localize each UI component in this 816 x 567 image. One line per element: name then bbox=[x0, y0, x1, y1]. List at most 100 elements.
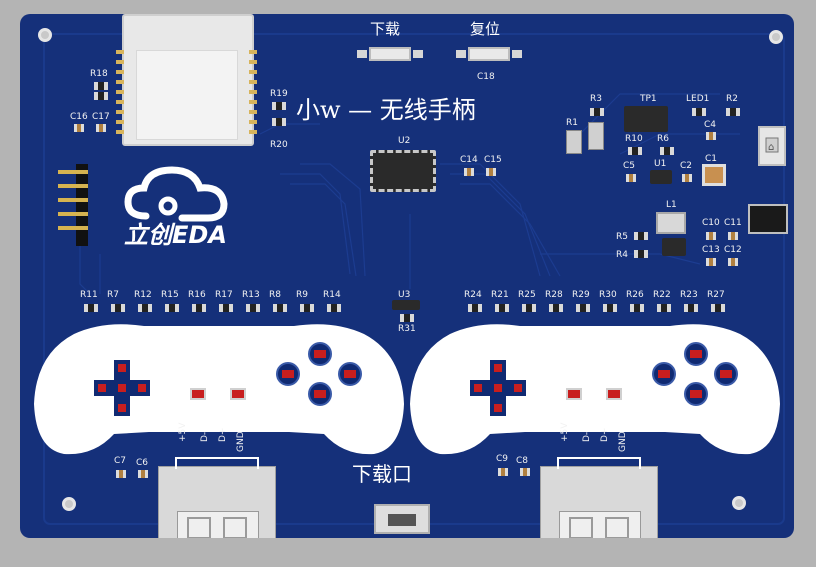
capacitor bbox=[74, 124, 84, 132]
select-button-left[interactable] bbox=[190, 388, 206, 400]
resistor bbox=[634, 232, 648, 240]
capacitor bbox=[138, 470, 148, 478]
module-shield bbox=[136, 50, 238, 140]
mcu-chip bbox=[370, 150, 436, 192]
resistor bbox=[549, 304, 563, 312]
tp1-chip bbox=[624, 106, 668, 132]
ref-designator: R7 bbox=[107, 290, 119, 300]
ref-designator: C11 bbox=[724, 218, 742, 228]
ref-designator: R22 bbox=[653, 290, 671, 300]
pin-header bbox=[58, 164, 90, 246]
usb-pin-labels-right: +5V D- D+ GND bbox=[560, 422, 628, 452]
ref-designator: R21 bbox=[491, 290, 509, 300]
start-button-right[interactable] bbox=[606, 388, 622, 400]
ref-designator: R20 bbox=[270, 140, 288, 150]
usb-connector-left[interactable] bbox=[158, 457, 276, 538]
resistor bbox=[111, 304, 125, 312]
action-button-left-top[interactable] bbox=[308, 342, 332, 366]
resistor bbox=[603, 304, 617, 312]
ref-designator: C6 bbox=[136, 458, 149, 468]
resistor bbox=[692, 108, 706, 116]
start-button-left[interactable] bbox=[230, 388, 246, 400]
dpad-right[interactable] bbox=[470, 360, 526, 416]
download-label: 下载 bbox=[370, 20, 401, 38]
power-chip bbox=[662, 238, 686, 256]
resistor bbox=[219, 304, 233, 312]
module-pins-right bbox=[249, 50, 257, 138]
ref-designator: C18 bbox=[477, 72, 495, 82]
svg-text:⌂: ⌂ bbox=[768, 142, 774, 153]
resistor bbox=[726, 108, 740, 116]
ref-designator: C14 bbox=[460, 155, 478, 165]
usb-connector-right[interactable] bbox=[540, 457, 658, 538]
resistor bbox=[273, 304, 287, 312]
capacitor-large bbox=[588, 122, 604, 150]
action-button-right-left[interactable] bbox=[652, 362, 676, 386]
resistor bbox=[94, 82, 108, 90]
ref-designator: C2 bbox=[680, 161, 693, 171]
action-button-left-right[interactable] bbox=[338, 362, 362, 386]
ref-designator: C13 bbox=[702, 245, 720, 255]
reset-label: 复位 bbox=[470, 20, 501, 38]
resistor bbox=[327, 304, 341, 312]
tantalum-capacitor bbox=[702, 164, 726, 186]
capacitor bbox=[706, 232, 716, 240]
side-switch[interactable] bbox=[748, 204, 788, 234]
ref-designator: R28 bbox=[545, 290, 563, 300]
mount-hole bbox=[38, 28, 52, 42]
action-button-left-bottom[interactable] bbox=[308, 382, 332, 406]
mount-hole bbox=[732, 496, 746, 510]
reset-switch[interactable] bbox=[456, 47, 522, 61]
micro-usb-port[interactable] bbox=[374, 504, 430, 534]
download-switch[interactable] bbox=[357, 47, 423, 61]
ref-designator: R8 bbox=[269, 290, 281, 300]
ref-designator: C16 bbox=[70, 112, 88, 122]
mount-hole bbox=[769, 30, 783, 44]
select-button-right[interactable] bbox=[566, 388, 582, 400]
ref-designator: L1 bbox=[666, 200, 677, 210]
action-button-right-right[interactable] bbox=[714, 362, 738, 386]
ref-designator: U3 bbox=[398, 290, 411, 300]
ref-designator: R11 bbox=[80, 290, 98, 300]
module-pins-left bbox=[116, 50, 124, 138]
ref-designator: R9 bbox=[296, 290, 308, 300]
resistor bbox=[576, 304, 590, 312]
dpad-left[interactable] bbox=[94, 360, 150, 416]
ref-designator: R23 bbox=[680, 290, 698, 300]
ref-designator: C8 bbox=[516, 456, 529, 466]
cloud-logo-icon bbox=[124, 166, 228, 222]
capacitor bbox=[96, 124, 106, 132]
action-button-right-top[interactable] bbox=[684, 342, 708, 366]
resistor bbox=[660, 147, 674, 155]
power-switch[interactable]: ⌂ bbox=[758, 126, 786, 166]
capacitor bbox=[464, 168, 474, 176]
ref-designator: TP1 bbox=[640, 94, 657, 104]
capacitor bbox=[728, 232, 738, 240]
ref-designator: R31 bbox=[398, 324, 416, 334]
ref-designator: R18 bbox=[90, 69, 108, 79]
resistor bbox=[630, 304, 644, 312]
resistor bbox=[522, 304, 536, 312]
switch-icon: ⌂ bbox=[765, 137, 779, 153]
ref-designator: R17 bbox=[215, 290, 233, 300]
pcb-board: 小w — 无线手柄 下载 复位 R18 C16 C17 R19 R20 U2 C… bbox=[20, 14, 794, 538]
action-button-right-bottom[interactable] bbox=[684, 382, 708, 406]
resistor bbox=[138, 304, 152, 312]
ref-designator: LED1 bbox=[686, 94, 710, 104]
resistor bbox=[94, 92, 108, 100]
ref-designator: R2 bbox=[726, 94, 738, 104]
capacitor bbox=[728, 258, 738, 266]
u3-chip bbox=[392, 300, 420, 310]
ref-designator: C15 bbox=[484, 155, 502, 165]
ref-designator: R3 bbox=[590, 94, 602, 104]
resistor bbox=[495, 304, 509, 312]
board-title: 小w — 无线手柄 bbox=[296, 96, 476, 124]
ref-designator: R29 bbox=[572, 290, 590, 300]
ref-designator: R12 bbox=[134, 290, 152, 300]
resistor bbox=[468, 304, 482, 312]
ref-designator: R15 bbox=[161, 290, 179, 300]
action-button-left-left[interactable] bbox=[276, 362, 300, 386]
ref-designator: C4 bbox=[704, 120, 717, 130]
resistor bbox=[300, 304, 314, 312]
